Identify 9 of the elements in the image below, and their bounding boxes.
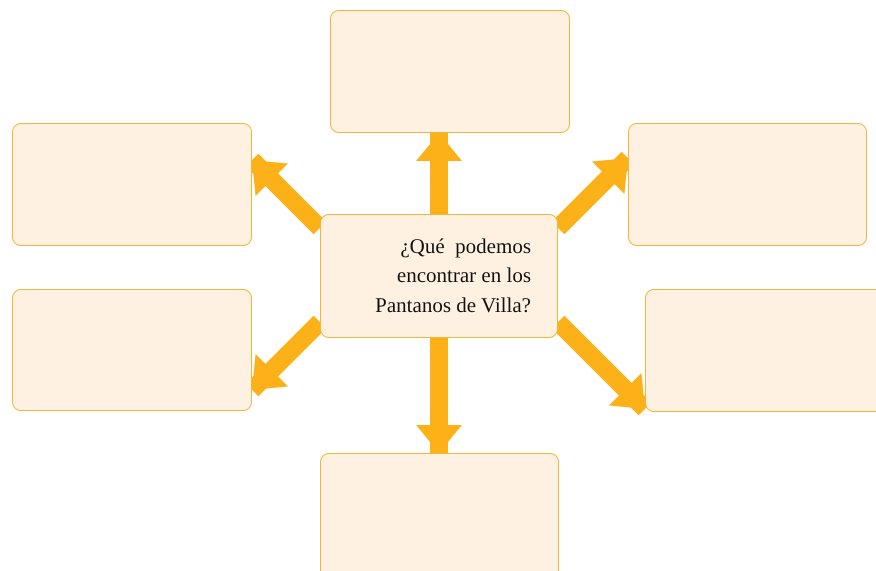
empty-answer-box bbox=[645, 289, 876, 412]
empty-answer-box bbox=[12, 289, 252, 411]
empty-answer-box bbox=[320, 453, 559, 571]
arrow bbox=[416, 133, 462, 214]
empty-answer-box bbox=[628, 123, 867, 246]
empty-answer-box bbox=[12, 123, 252, 246]
empty-answer-box bbox=[330, 10, 570, 133]
question-box: ¿Qué podemos encontrar en los Pantanos de Villa? bbox=[320, 214, 558, 338]
arrow bbox=[416, 338, 462, 453]
